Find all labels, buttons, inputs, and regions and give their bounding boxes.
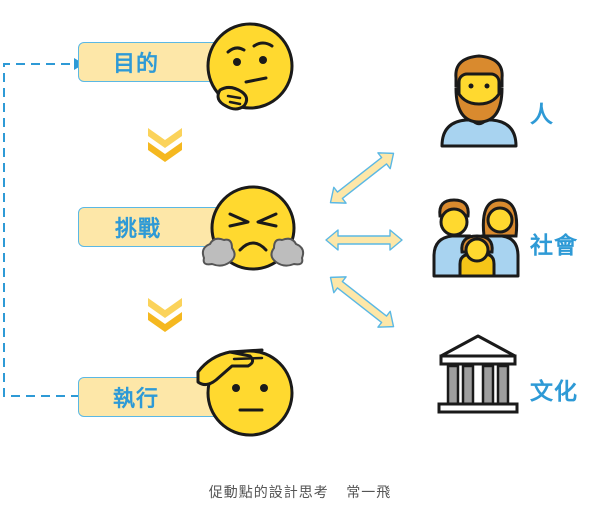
step-label-purpose: 目的 <box>112 52 159 77</box>
chevron-down-icon <box>148 128 182 162</box>
step-box-challenge: 挑戰 <box>78 207 238 247</box>
chevron-down-icon <box>148 298 182 332</box>
caption-title: 促動點的設計思考 <box>208 485 329 501</box>
double-arrow-icon <box>329 276 395 328</box>
feedback-loop-arrow <box>3 58 84 397</box>
step-label-challenge: 挑戰 <box>114 217 161 242</box>
caption: 促動點的設計思考 常一飛 <box>0 482 600 502</box>
context-label-culture: 文化 <box>530 379 578 405</box>
step-box-execution: 執行 <box>78 377 234 417</box>
classical-building-icon <box>437 334 519 414</box>
step-box-purpose: 目的 <box>78 42 234 82</box>
family-icon <box>432 198 520 278</box>
double-arrow-icon <box>325 229 403 251</box>
caption-author: 常一飛 <box>346 485 392 501</box>
step-label-execution: 執行 <box>112 387 159 412</box>
context-label-person: 人 <box>530 102 554 128</box>
person-icon <box>440 54 518 148</box>
double-arrow-icon <box>329 152 395 204</box>
context-label-society: 社會 <box>530 233 578 259</box>
